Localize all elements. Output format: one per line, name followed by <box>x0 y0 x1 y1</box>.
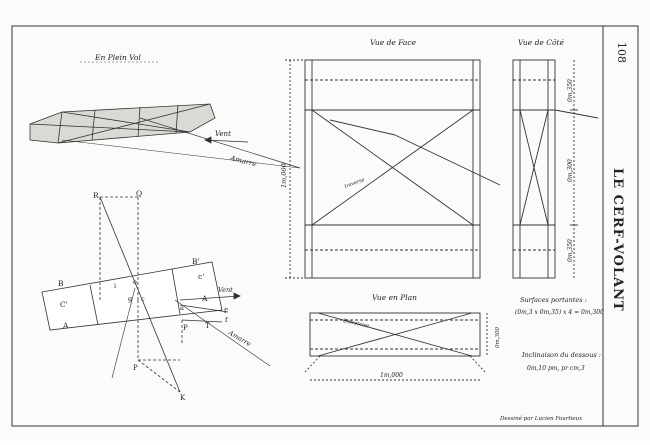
label-f-prime: f' <box>224 307 228 315</box>
label-R: R <box>93 191 99 200</box>
label-entretoise: Entretoise <box>342 318 370 330</box>
label-vent-2: Vent <box>218 286 233 294</box>
drawing-credit: Dessiné par Lucien Fourtieux <box>499 415 583 422</box>
label-Q: Q <box>136 189 142 198</box>
page-number: 108 <box>615 42 628 63</box>
label-C-prime: C' <box>60 300 68 309</box>
label-P-lower: P <box>133 364 138 372</box>
label-A-left: A <box>62 321 69 330</box>
kite-in-flight <box>29 103 301 169</box>
plate-border <box>11 25 639 427</box>
front-view <box>285 59 501 279</box>
view-title-side: Vue de Côté <box>518 38 564 47</box>
plan-depth-dim: 0m,300 <box>495 327 501 348</box>
label-o: o <box>133 278 137 286</box>
label-g: g <box>128 295 132 303</box>
label-T: T <box>205 322 210 330</box>
label-f: f <box>225 316 228 324</box>
label-c-prime: c' <box>198 272 204 281</box>
label-vent: Vent <box>215 130 231 138</box>
surfaces-formula: (0m,3 x 0m,35) x 4 = 0m,300 <box>515 309 604 316</box>
dos-title: Inclinaison du dessous : <box>521 351 601 359</box>
force-diagram <box>41 196 271 393</box>
label-B-prime: B' <box>192 257 200 266</box>
label-c: c <box>141 295 145 303</box>
label-A-right: A <box>201 294 208 303</box>
side-view <box>512 59 599 279</box>
side-title: LE CERF-VOLANT <box>610 168 625 312</box>
label-traverse: traverse <box>344 177 366 190</box>
view-title-in-flight: En Plein Vol <box>94 53 141 62</box>
label-i: i <box>114 282 116 290</box>
side-dim-mid: 0m,300 <box>567 159 574 182</box>
side-dim-top: 0m,350 <box>567 79 574 102</box>
view-title-plan: Vue en Plan <box>372 293 417 302</box>
label-amarre: Amarre <box>229 154 258 168</box>
label-K: K <box>180 394 186 402</box>
plan-view <box>304 312 488 381</box>
label-P-upper: P <box>183 324 188 332</box>
front-height-dim: 1m,000 <box>280 163 288 188</box>
side-dim-bottom: 0m,350 <box>567 239 574 262</box>
surfaces-title: Surfaces portantes : <box>520 296 587 304</box>
dos-value: 0m,10 pm, pr cm,3 <box>527 365 585 372</box>
label-a: a <box>180 304 184 312</box>
plan-width-dim: 1m,000 <box>380 372 403 379</box>
label-B: B <box>58 279 64 288</box>
view-title-front: Vue de Face <box>370 38 417 47</box>
